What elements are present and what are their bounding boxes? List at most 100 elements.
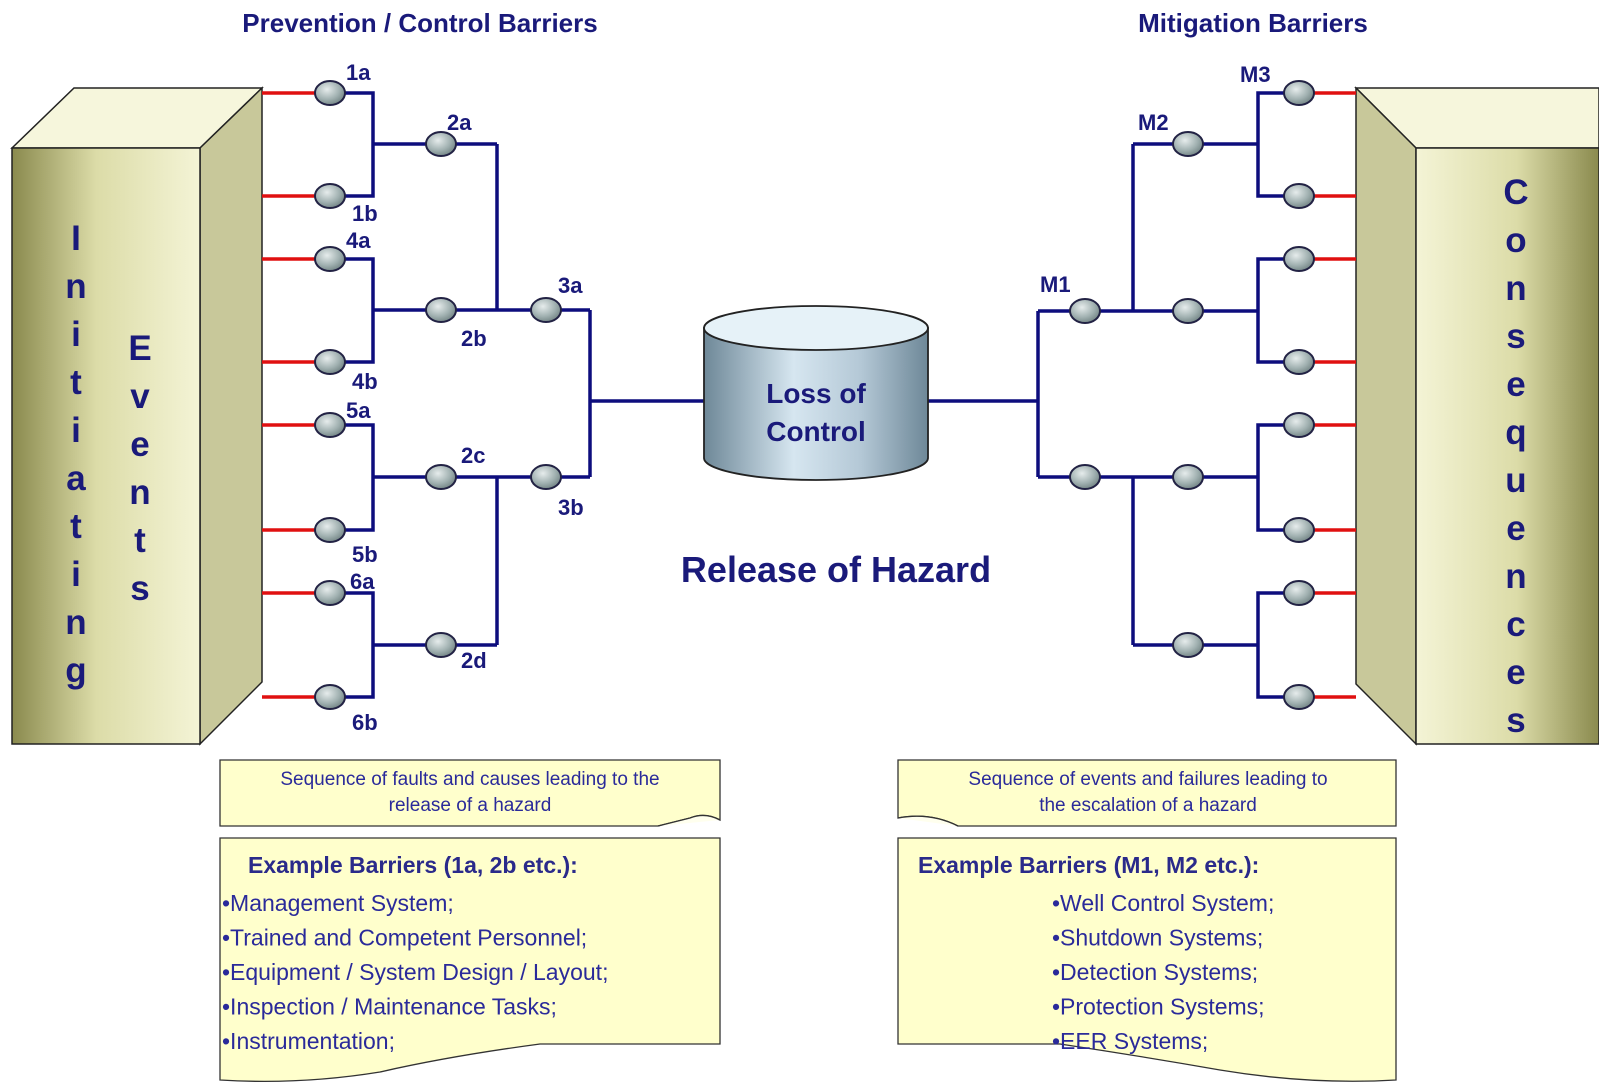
release-heading: Release of Hazard [681, 549, 991, 590]
barrier-node-4b[interactable] [314, 349, 346, 375]
barrier-node-2d[interactable] [425, 632, 457, 658]
right-note: Sequence of events and failures leading … [897, 759, 1397, 827]
initiating-letter: I [71, 219, 81, 258]
barrier-node-m2-c[interactable] [1172, 464, 1204, 490]
left-note-line1: Sequence of faults and causes leading to… [280, 769, 659, 790]
right-example-item: •Protection Systems; [1052, 994, 1265, 1020]
right-example-item: •Detection Systems; [1052, 959, 1258, 985]
label-6b: 6b [352, 710, 378, 735]
barrier-node-m3-f[interactable] [1283, 517, 1315, 543]
consequences-letter: u [1505, 461, 1526, 500]
events-letter: s [130, 569, 149, 608]
consequences-letter: s [1506, 701, 1525, 740]
right-examples-title: Example Barriers (M1, M2 etc.): [918, 852, 1259, 878]
consequences-letter: e [1506, 509, 1525, 548]
label-3b: 3b [558, 495, 584, 520]
barrier-labels: 1a 1b 2a 4a 2b 3a 4b 5a 2c 3b 5b 6a 2d 6… [346, 60, 1271, 735]
label-6a: 6a [350, 569, 375, 594]
initiating-letter: a [66, 459, 86, 498]
left-example-item: •Trained and Competent Personnel; [222, 925, 587, 951]
left-red-links [262, 91, 316, 699]
mitigation-barrier-nodes [1069, 80, 1315, 710]
label-4a: 4a [346, 228, 371, 253]
barrier-node-m2-b[interactable] [1172, 298, 1204, 324]
label-1b: 1b [352, 201, 378, 226]
initiating-letter: i [71, 555, 81, 594]
barrier-node-m3-b[interactable] [1283, 183, 1315, 209]
label-2d: 2d [461, 648, 487, 673]
right-example-item: •EER Systems; [1052, 1028, 1208, 1054]
left-example-item: •Management System; [222, 890, 454, 916]
right-red-links [1312, 91, 1356, 699]
barrier-node-2b[interactable] [425, 297, 457, 323]
barrier-node-m3[interactable] [1283, 80, 1315, 106]
consequences-letter: q [1505, 413, 1526, 452]
barrier-node-2c[interactable] [425, 464, 457, 490]
initiating-letter: t [70, 507, 82, 546]
barrier-node-1b[interactable] [314, 183, 346, 209]
label-m3: M3 [1240, 62, 1271, 87]
label-3a: 3a [558, 273, 583, 298]
label-4b: 4b [352, 369, 378, 394]
consequences-letter: e [1506, 365, 1525, 404]
prevention-tree-wiring [316, 91, 710, 699]
consequences-letter: n [1505, 557, 1526, 596]
barrier-node-m3-c[interactable] [1283, 246, 1315, 272]
barrier-node-3a[interactable] [530, 297, 562, 323]
barrier-node-3b[interactable] [530, 464, 562, 490]
barrier-node-m3-e[interactable] [1283, 412, 1315, 438]
right-note-line1: Sequence of events and failures leading … [968, 769, 1327, 790]
consequences-letter: o [1505, 221, 1526, 260]
barrier-node-6a[interactable] [314, 580, 346, 606]
consequences-letter: s [1506, 317, 1525, 356]
left-examples-title: Example Barriers (1a, 2b etc.): [248, 852, 578, 878]
loss-of-control-cylinder: Loss of Control [703, 305, 929, 481]
prevention-heading: Prevention / Control Barriers [242, 8, 597, 38]
label-m1: M1 [1040, 272, 1071, 297]
barrier-node-m3-h[interactable] [1283, 684, 1315, 710]
initiating-letter: i [71, 411, 81, 450]
initiating-letter: n [65, 603, 86, 642]
events-letter: n [129, 473, 150, 512]
barrier-node-5a[interactable] [314, 412, 346, 438]
right-example-item: •Well Control System; [1052, 890, 1274, 916]
right-note-line2: the escalation of a hazard [1039, 795, 1257, 816]
consequences-letter: n [1505, 269, 1526, 308]
barrier-node-1a[interactable] [314, 80, 346, 106]
events-letter: t [134, 521, 146, 560]
barrier-node-6b[interactable] [314, 684, 346, 710]
barrier-node-4a[interactable] [314, 246, 346, 272]
label-2b: 2b [461, 326, 487, 351]
barrier-node-m3-d[interactable] [1283, 349, 1315, 375]
consequences-block [1354, 86, 1599, 746]
initiating-events-block [10, 86, 264, 746]
left-note: Sequence of faults and causes leading to… [219, 759, 721, 827]
loss-of-control-line2: Control [766, 416, 866, 447]
barrier-node-m1-lower[interactable] [1069, 464, 1101, 490]
consequences-letter: C [1503, 173, 1528, 212]
right-example-item: •Shutdown Systems; [1052, 925, 1263, 951]
left-example-item: •Inspection / Maintenance Tasks; [222, 994, 557, 1020]
barrier-node-m1[interactable] [1069, 298, 1101, 324]
barrier-node-m2[interactable] [1172, 131, 1204, 157]
right-examples-list: •Well Control System; •Shutdown Systems; •… [1052, 890, 1274, 1054]
label-5b: 5b [352, 542, 378, 567]
initiating-letter: n [65, 267, 86, 306]
label-m2: M2 [1138, 110, 1169, 135]
mitigation-tree-wiring [922, 91, 1312, 699]
barrier-node-2a[interactable] [425, 131, 457, 157]
loss-of-control-line1: Loss of [766, 378, 866, 409]
label-5a: 5a [346, 398, 371, 423]
events-letter: v [130, 377, 150, 416]
barrier-node-m2-d[interactable] [1172, 632, 1204, 658]
events-letter: E [128, 329, 151, 368]
barrier-node-5b[interactable] [314, 517, 346, 543]
right-examples-box: Example Barriers (M1, M2 etc.): •Well Co… [897, 837, 1397, 1082]
initiating-letter: t [70, 363, 82, 402]
label-2c: 2c [461, 443, 485, 468]
barrier-node-m3-g[interactable] [1283, 580, 1315, 606]
mitigation-heading: Mitigation Barriers [1138, 8, 1368, 38]
